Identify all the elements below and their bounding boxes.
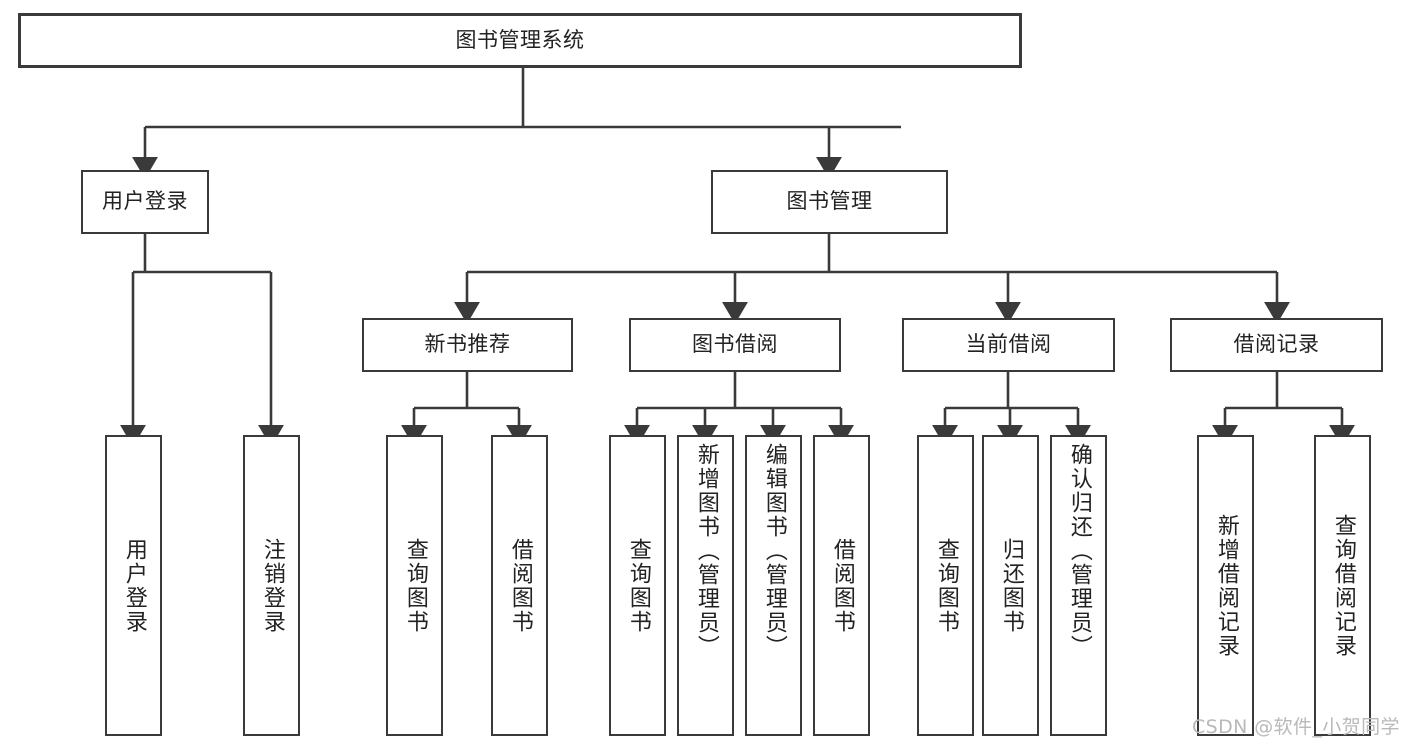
node-book-manage-label: 图书管理 [786, 189, 873, 214]
node-leaf-cb-confirm-return-label: 确认归还（管理员） [1066, 443, 1092, 659]
node-leaf-user-login-label: 用户登录 [121, 537, 147, 634]
node-leaf-logout[interactable]: 注销登录 [243, 435, 300, 736]
node-leaf-br-query-record-label: 查询借阅记录 [1330, 513, 1356, 658]
node-user-login-label: 用户登录 [102, 189, 188, 214]
node-leaf-bb-query-book-label: 查询图书 [625, 537, 651, 634]
node-leaf-cb-return-book-label: 归还图书 [998, 537, 1024, 634]
node-root-system[interactable]: 图书管理系统 [18, 13, 1022, 68]
node-leaf-bb-borrow-book[interactable]: 借阅图书 [813, 435, 870, 736]
node-leaf-nb-borrow-book-label: 借阅图书 [507, 537, 533, 634]
node-leaf-nb-query-book[interactable]: 查询图书 [386, 435, 443, 736]
node-leaf-bb-add-book[interactable]: 新增图书（管理员） [677, 435, 734, 736]
node-new-book-recommend-label: 新书推荐 [424, 332, 511, 357]
node-leaf-cb-return-book[interactable]: 归还图书 [982, 435, 1039, 736]
node-leaf-br-add-record[interactable]: 新增借阅记录 [1197, 435, 1254, 736]
node-current-borrow[interactable]: 当前借阅 [902, 318, 1115, 372]
watermark-text: CSDN @软件_小贺同学 [1192, 716, 1400, 738]
node-leaf-bb-query-book[interactable]: 查询图书 [609, 435, 666, 736]
node-leaf-br-add-record-label: 新增借阅记录 [1213, 513, 1239, 658]
node-leaf-br-query-record[interactable]: 查询借阅记录 [1314, 435, 1371, 736]
node-book-borrow-label: 图书借阅 [692, 332, 778, 357]
node-new-book-recommend[interactable]: 新书推荐 [362, 318, 573, 372]
node-leaf-user-login[interactable]: 用户登录 [105, 435, 162, 736]
node-current-borrow-label: 当前借阅 [965, 332, 1052, 357]
node-leaf-bb-edit-book-label: 编辑图书（管理员） [761, 443, 787, 659]
node-leaf-cb-query-book-label: 查询图书 [933, 537, 959, 634]
node-leaf-cb-query-book[interactable]: 查询图书 [917, 435, 974, 736]
node-book-borrow[interactable]: 图书借阅 [629, 318, 841, 372]
node-root-label: 图书管理系统 [455, 27, 585, 52]
node-leaf-bb-borrow-book-label: 借阅图书 [829, 537, 855, 634]
node-leaf-nb-query-book-label: 查询图书 [402, 537, 428, 634]
node-leaf-bb-edit-book[interactable]: 编辑图书（管理员） [745, 435, 802, 736]
node-leaf-nb-borrow-book[interactable]: 借阅图书 [491, 435, 548, 736]
node-leaf-cb-confirm-return[interactable]: 确认归还（管理员） [1050, 435, 1107, 736]
node-leaf-bb-add-book-label: 新增图书（管理员） [693, 443, 719, 659]
node-user-login[interactable]: 用户登录 [81, 170, 209, 234]
node-borrow-record[interactable]: 借阅记录 [1170, 318, 1383, 372]
node-borrow-record-label: 借阅记录 [1233, 332, 1320, 357]
node-leaf-logout-label: 注销登录 [259, 537, 285, 634]
node-book-manage[interactable]: 图书管理 [711, 170, 948, 234]
